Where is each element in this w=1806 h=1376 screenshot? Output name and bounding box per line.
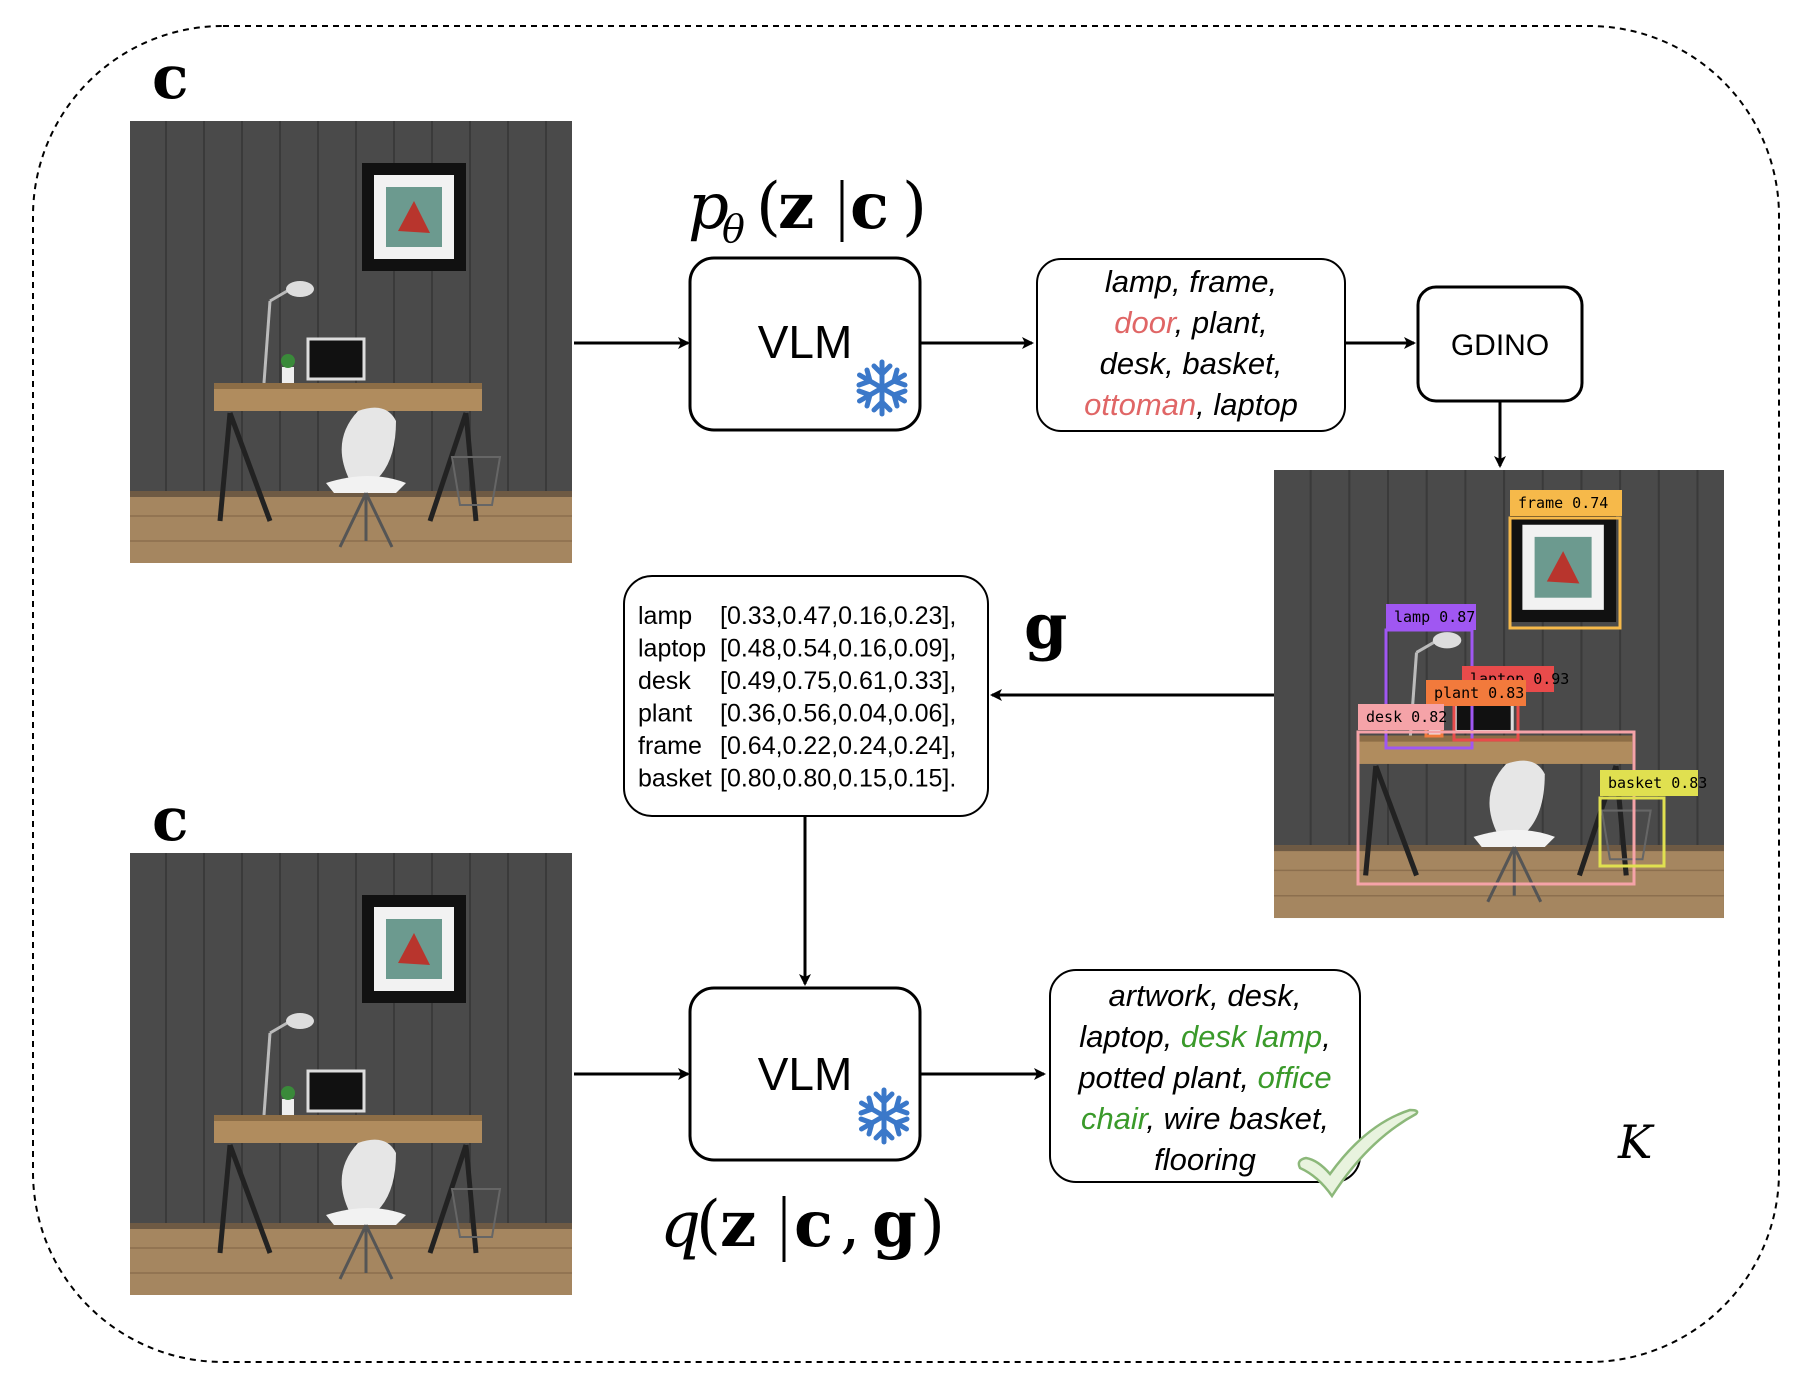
posterior-output-segment: laptop, [1079, 1019, 1181, 1054]
prior-output-segment: , laptop [1196, 387, 1298, 422]
input-image-top [130, 121, 572, 563]
vlm-label-bottom: VLM [758, 1048, 853, 1100]
grounding-row-coords: [0.80,0.80,0.15,0.15]. [720, 765, 956, 793]
svg-text:θ: θ [722, 207, 745, 251]
posterior-output-box [1049, 969, 1361, 1183]
detection-label: frame 0.74 [1518, 494, 1608, 512]
gdino-label: GDINO [1451, 329, 1549, 362]
iterations-symbol: K [1617, 1115, 1655, 1169]
context-symbol-top: c [152, 43, 189, 113]
detection-label-bg [1358, 704, 1444, 730]
grounding-row-coords: [0.48,0.54,0.16,0.09], [720, 635, 956, 663]
prior-label: p θ ( z c ) [688, 169, 927, 251]
detection-box-basket [1598, 796, 1666, 868]
prior-output-line: ottoman, laptop [1084, 387, 1298, 422]
vlm-label-top: VLM [758, 316, 853, 368]
grounding-row-name: plant [638, 700, 692, 728]
svg-text:): ) [920, 1188, 945, 1262]
grounding-row-name: frame [638, 732, 702, 760]
grounding-symbol: g [1024, 590, 1067, 663]
detection-label: lamp 0.87 [1394, 608, 1475, 626]
svg-text:): ) [902, 170, 927, 244]
svg-text:q: q [660, 1188, 701, 1262]
detection-label: desk 0.82 [1366, 708, 1447, 726]
grounding-row-coords: [0.36,0.56,0.04,0.06], [720, 700, 956, 728]
prior-output-segment: door [1114, 305, 1178, 340]
posterior-output-line: artwork, desk, [1109, 978, 1302, 1013]
prior-output-segment: desk, basket, [1100, 346, 1283, 381]
posterior-output-segment: artwork, desk, [1109, 978, 1302, 1013]
detection-label-bg [1426, 680, 1526, 706]
svg-text:z: z [720, 1187, 756, 1262]
detection-label-bg [1510, 490, 1622, 516]
posterior-output-line: flooring [1154, 1142, 1256, 1177]
svg-text:c: c [850, 169, 889, 244]
detection-label-bg [1386, 604, 1476, 630]
input-image-bottom [130, 853, 572, 1295]
grounding-row-name: desk [638, 667, 691, 695]
posterior-output-line: chair, wire basket, [1081, 1101, 1329, 1136]
grounding-rows: lamp [0.33,0.47,0.16,0.23], laptop [0.48,0.… [638, 602, 956, 793]
detection-label-bg [1600, 770, 1698, 796]
posterior-output-text: artwork, desk, laptop, desk lamp, potted p… [1077, 978, 1331, 1177]
iteration-container [32, 25, 1780, 1363]
prior-output-text: lamp, frame, door, plant, desk, basket, ott… [1084, 264, 1298, 422]
detection-box-frame [1508, 516, 1622, 630]
prior-output-box [1036, 258, 1346, 432]
prior-output-line: lamp, frame, [1105, 264, 1277, 299]
posterior-output-segment: potted plant, [1077, 1060, 1257, 1095]
posterior-output-segment: desk lamp [1181, 1019, 1322, 1054]
prior-output-segment: lamp, frame, [1105, 264, 1277, 299]
svg-text:(: ( [696, 1188, 721, 1262]
svg-text:,: , [840, 1188, 860, 1262]
posterior-output-line: potted plant, office [1077, 1060, 1331, 1095]
grounding-row-name: basket [638, 765, 712, 793]
prior-output-line: door, plant, [1114, 305, 1267, 340]
checkmark-icon [1297, 1108, 1419, 1199]
svg-text:z: z [778, 169, 814, 244]
posterior-output-segment: , wire basket, [1146, 1101, 1329, 1136]
svg-text:p: p [688, 170, 729, 244]
prior-output-segment: ottoman [1084, 387, 1196, 422]
detection-box-desk [1356, 730, 1636, 886]
posterior-output-segment: flooring [1154, 1142, 1256, 1177]
posterior-output-segment: chair [1081, 1101, 1150, 1136]
context-symbol-bottom: c [152, 785, 189, 855]
detection-label: basket 0.83 [1608, 774, 1707, 792]
grounding-row-name: lamp [638, 602, 692, 630]
posterior-output-segment: office [1258, 1060, 1332, 1095]
posterior-label: q ( z c , g ) [660, 1187, 945, 1262]
grounding-row-coords: [0.33,0.47,0.16,0.23], [720, 602, 956, 630]
grounding-row-name: laptop [638, 635, 706, 663]
svg-text:g: g [872, 1187, 917, 1262]
detection-label: plant 0.83 [1434, 684, 1524, 702]
posterior-output-segment: , [1322, 1019, 1331, 1054]
grounding-row-coords: [0.64,0.22,0.24,0.24], [720, 732, 956, 760]
svg-text:c: c [794, 1187, 833, 1262]
prior-output-line: desk, basket, [1100, 346, 1283, 381]
prior-output-segment: , plant, [1175, 305, 1268, 340]
svg-text:(: ( [756, 170, 781, 244]
posterior-output-line: laptop, desk lamp, [1079, 1019, 1331, 1054]
grounding-row-coords: [0.49,0.75,0.61,0.33], [720, 667, 956, 695]
